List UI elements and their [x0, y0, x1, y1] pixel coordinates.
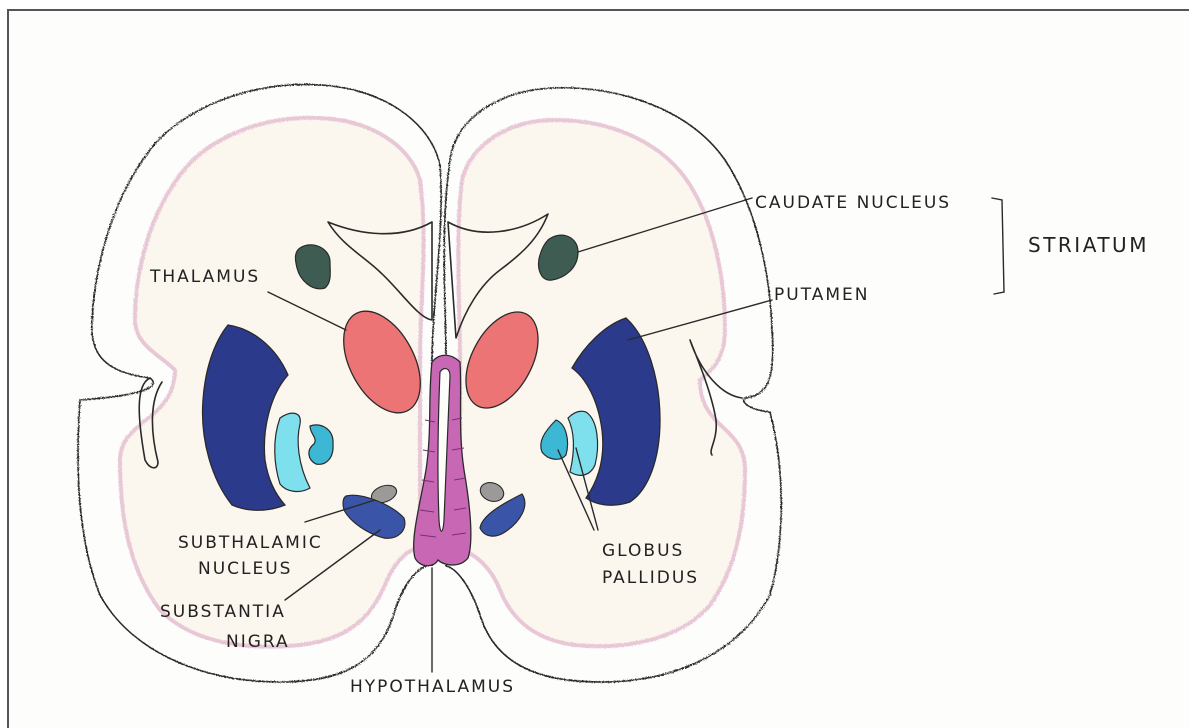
label-hypothalamus: HYPOTHALAMUS: [350, 677, 515, 697]
label-substantia-line1: SUBSTANTIA: [160, 602, 286, 622]
label-substantia-line2: NIGRA: [226, 632, 290, 652]
label-thalamus: THALAMUS: [149, 267, 260, 287]
label-globus-line2: PALLIDUS: [602, 568, 699, 588]
label-subthalamic-line2: NUCLEUS: [198, 559, 292, 579]
label-globus-line1: GLOBUS: [602, 541, 684, 561]
label-putamen: PUTAMEN: [774, 285, 870, 305]
label-subthalamic-line1: SUBTHALAMIC: [178, 533, 323, 553]
label-caudate-nucleus: CAUDATE NUCLEUS: [755, 193, 951, 213]
label-striatum: STRIATUM: [1028, 233, 1149, 257]
striatum-bracket: [992, 198, 1004, 294]
left-globus-pallidus-internal: [309, 425, 333, 464]
